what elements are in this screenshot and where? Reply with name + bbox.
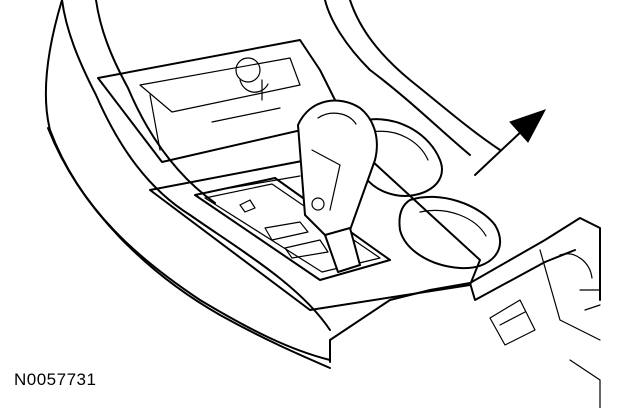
callout-arrow [474, 109, 547, 176]
console-shell [44, 0, 501, 369]
cup-holders [354, 118, 501, 270]
trim-bracket [429, 217, 601, 408]
figure-id-label: N0057731 [14, 370, 97, 389]
storage-compartment [97, 39, 346, 163]
gear-shift-lever [297, 99, 378, 273]
